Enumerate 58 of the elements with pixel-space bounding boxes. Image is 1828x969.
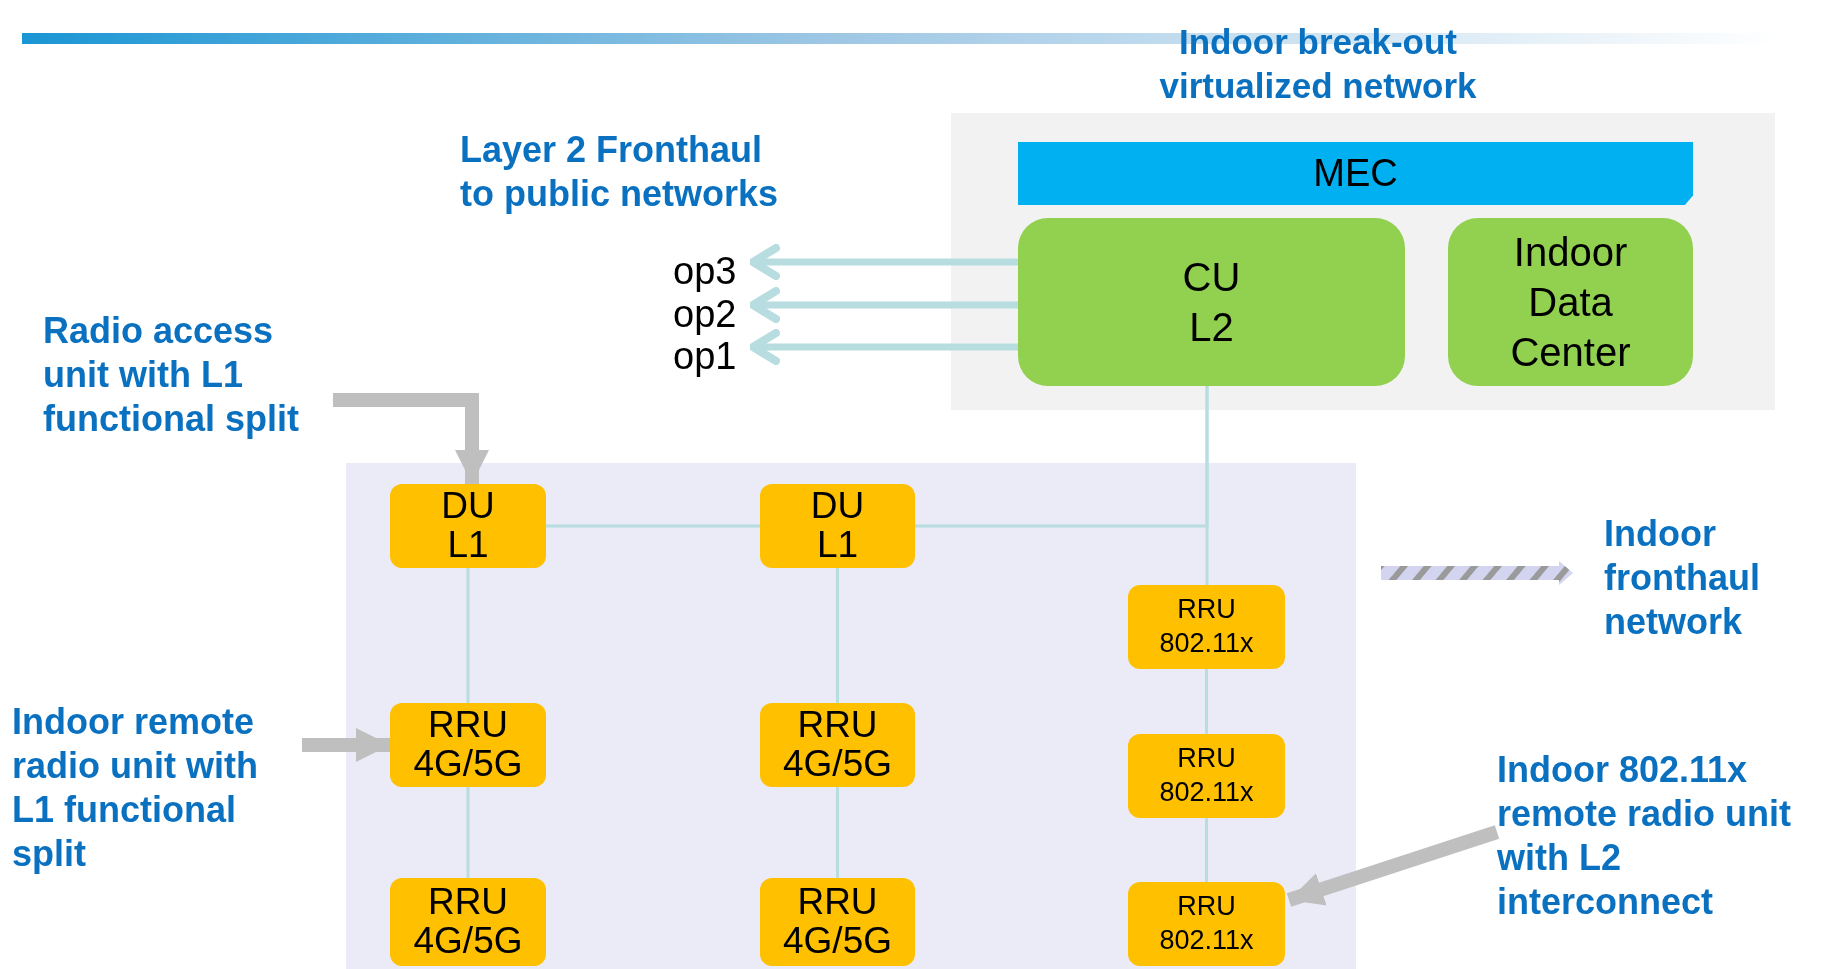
- annotation-text: Layer 2 Fronthaul to public networks: [460, 128, 780, 216]
- box-label: 802.11x: [1159, 776, 1254, 809]
- unit-box: [1128, 734, 1285, 818]
- callout-text: Indoor remote radio unit with L1 functional split: [12, 700, 259, 876]
- unit-box: [390, 878, 546, 966]
- arrow: [333, 393, 489, 484]
- box-label: 802.11x: [1159, 627, 1254, 660]
- arrow: [302, 728, 390, 762]
- box-label: RRU: [1177, 890, 1236, 924]
- box-label: RRU: [427, 706, 509, 745]
- unit-box: [760, 878, 915, 966]
- box-label: 4G/5G: [413, 745, 523, 784]
- connector-line: [466, 568, 470, 703]
- callout-text: Indoor 802.11x remote radio unit with L2 interconnect: [1497, 748, 1793, 924]
- legend-text: Indoor fronthaul network: [1604, 512, 1761, 644]
- unit-box: [390, 703, 546, 787]
- unit-box: [760, 484, 915, 568]
- box-label: L2: [1189, 304, 1234, 351]
- box-label: RRU: [1177, 593, 1236, 627]
- box-label: Indoor Data Center: [1509, 229, 1632, 376]
- arrow: [1286, 825, 1500, 907]
- function-box: [1018, 218, 1405, 386]
- box-label: RRU: [797, 883, 878, 922]
- function-box: [1448, 218, 1693, 386]
- connector-line: [1205, 669, 1208, 734]
- box-label: RRU: [427, 883, 509, 922]
- connector-line: [1205, 818, 1208, 882]
- box-label: 4G/5G: [783, 745, 892, 784]
- connector-line: [466, 787, 470, 878]
- operator-label: op3: [673, 250, 738, 294]
- connector-line: [546, 524, 760, 528]
- box-label: MEC: [1313, 152, 1398, 195]
- panel-heading: Indoor break-out virtualized network: [1158, 21, 1478, 108]
- arrow: [749, 329, 1018, 365]
- box-label: CU: [1182, 254, 1241, 301]
- unit-box: [390, 484, 546, 568]
- box-label: DU: [810, 487, 865, 526]
- box-label: RRU: [797, 706, 878, 745]
- unit-box: [760, 703, 915, 787]
- box-label: L1: [447, 526, 489, 565]
- box-label: DU: [441, 487, 495, 526]
- area-background: [346, 463, 1356, 969]
- box-label: 4G/5G: [783, 922, 892, 961]
- unit-box: [1128, 882, 1285, 966]
- connector-line: [1205, 386, 1209, 585]
- box-label: L1: [816, 526, 859, 565]
- operator-label: op1: [673, 335, 738, 379]
- box-label: 802.11x: [1159, 924, 1254, 957]
- callout-text: Radio access unit with L1 functional split: [43, 309, 300, 441]
- box-label: 4G/5G: [413, 922, 523, 961]
- banner-bar: [1018, 142, 1693, 205]
- arrow: [749, 287, 1018, 323]
- box-label: RRU: [1177, 742, 1236, 776]
- arrow: [749, 244, 1018, 280]
- connector-line: [836, 787, 839, 878]
- connector-line: [836, 568, 839, 703]
- operator-label: op2: [673, 293, 738, 337]
- unit-box: [1128, 585, 1285, 669]
